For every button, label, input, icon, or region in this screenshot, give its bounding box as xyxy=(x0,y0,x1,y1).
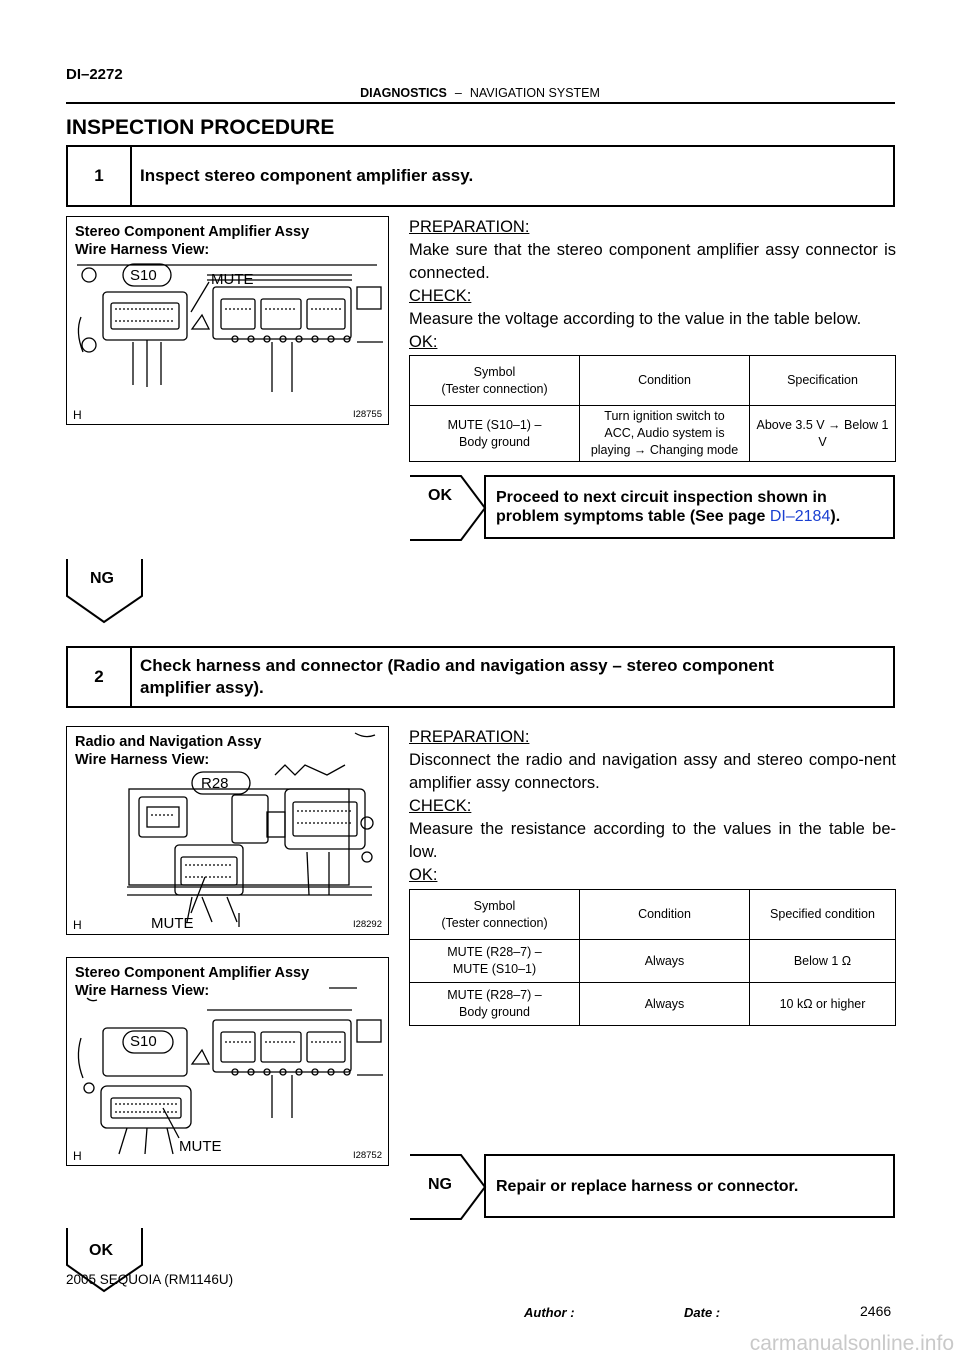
check-text: Measure the voltage according to the val… xyxy=(409,310,862,328)
figure-corner-mark: H xyxy=(73,918,82,932)
figure-title: Stereo Component Amplifier Assy Wire Har… xyxy=(75,965,310,999)
table-cell: Always xyxy=(579,982,750,1026)
step-1-number: 1 xyxy=(68,147,132,205)
page-code: DI–2272 xyxy=(66,66,123,83)
table-cell: Above 3.5 V → Below 1 V xyxy=(749,405,896,462)
section-name: DIAGNOSTICS xyxy=(360,86,447,100)
table-cell: 10 kΩ or higher xyxy=(749,982,896,1026)
connector-label: R28 xyxy=(201,775,229,792)
ok-tag-1: OK xyxy=(428,487,452,504)
step-1-instructions: PREPARATION: Make sure that the stereo c… xyxy=(409,216,896,354)
ng-tag-1: NG xyxy=(90,570,114,587)
page-link[interactable]: DI–2184 xyxy=(769,508,831,525)
ok-arrow-shape xyxy=(66,1228,143,1293)
table-header-cell: Symbol (Tester connection) xyxy=(409,889,580,940)
pin-label: MUTE xyxy=(179,1138,222,1155)
pin-label: MUTE xyxy=(211,271,254,288)
table-header-cell: Specified condition xyxy=(749,889,896,940)
table-cell: Always xyxy=(579,939,750,983)
ok-result-text: Proceed to next circuit inspection shown… xyxy=(496,489,841,525)
header-rule xyxy=(66,102,895,104)
section-title: DIAGNOSTICS–NAVIGATION SYSTEM xyxy=(0,86,960,100)
table-header-cell: Condition xyxy=(579,889,750,940)
ng-result-2: Repair or replace harness or connector. xyxy=(484,1154,895,1218)
ok-arrow-shape xyxy=(410,475,487,541)
figure-i28752: Stereo Component Amplifier Assy Wire Har… xyxy=(66,957,389,1166)
pin-label: MUTE xyxy=(151,915,194,932)
check-heading: CHECK: xyxy=(409,797,472,815)
ok-result-1: Proceed to next circuit inspection shown… xyxy=(484,475,895,539)
footer-vehicle: 2005 SEQUOIA (RM1146U) xyxy=(66,1272,234,1287)
connector-diagram xyxy=(77,263,383,392)
table-cell: MUTE (R28–7) – MUTE (S10–1) xyxy=(409,939,580,983)
table-header-cell: Symbol (Tester connection) xyxy=(409,355,580,406)
ok-heading: OK: xyxy=(409,866,438,884)
ng-arrow-shape xyxy=(66,559,143,624)
preparation-text: Disconnect the radio and navigation assy… xyxy=(409,751,896,792)
figure-title: Stereo Component Amplifier Assy Wire Har… xyxy=(75,224,310,258)
table-header-cell: Condition xyxy=(579,355,750,406)
preparation-text: Make sure that the stereo component ampl… xyxy=(409,241,896,282)
table-header-row: Symbol (Tester connection) Condition Spe… xyxy=(409,889,896,940)
figure-code: I28292 xyxy=(352,919,382,930)
figure-i28755: Stereo Component Amplifier Assy Wire Har… xyxy=(66,216,389,425)
step-1-title: Inspect stereo component amplifier assy. xyxy=(140,166,474,185)
connector-label: S10 xyxy=(130,267,157,284)
figure-title: Radio and Navigation Assy Wire Harness V… xyxy=(75,734,262,768)
check-heading: CHECK: xyxy=(409,287,472,305)
table-row: MUTE (S10–1) – Body ground Turn ignition… xyxy=(409,405,896,462)
table-cell: Below 1 Ω xyxy=(749,939,896,983)
figure-code: I28752 xyxy=(352,1150,382,1161)
connector-diagram xyxy=(77,987,383,1155)
figure-corner-mark: H xyxy=(73,1149,82,1163)
step-2-box: 2 Check harness and connector (Radio and… xyxy=(66,646,895,708)
footer-page-number: 2466 xyxy=(860,1303,892,1319)
step-2-title: Check harness and connector (Radio and n… xyxy=(140,656,774,697)
step-2-number: 2 xyxy=(68,648,132,706)
footer-author-label: Author : xyxy=(524,1305,575,1320)
connector-label: S10 xyxy=(130,1033,157,1050)
table-cell: MUTE (S10–1) – Body ground xyxy=(409,405,580,462)
table-cell: Turn ignition switch to ACC, Audio syste… xyxy=(579,405,750,462)
step-2-instructions: PREPARATION: Disconnect the radio and na… xyxy=(409,726,896,887)
step-1-box: 1 Inspect stereo component amplifier ass… xyxy=(66,145,895,207)
connector-diagram xyxy=(127,732,376,927)
ok-heading: OK: xyxy=(409,333,438,351)
table-header-row: Symbol (Tester connection) Condition Spe… xyxy=(409,355,896,406)
footer-date-label: Date : xyxy=(684,1305,721,1320)
ng-tag-2: NG xyxy=(428,1176,452,1193)
spec-table-2: Symbol (Tester connection) Condition Spe… xyxy=(409,889,896,1026)
check-text: Measure the resistance according to the … xyxy=(409,820,896,861)
page-title: INSPECTION PROCEDURE xyxy=(66,116,335,139)
table-header-cell: Specification xyxy=(749,355,896,406)
figure-i28292: Radio and Navigation Assy Wire Harness V… xyxy=(66,726,389,935)
spec-table-1: Symbol (Tester connection) Condition Spe… xyxy=(409,355,896,462)
table-row: MUTE (R28–7) – Body ground Always 10 kΩ … xyxy=(409,982,896,1026)
figure-code: I28755 xyxy=(352,409,382,420)
figure-corner-mark: H xyxy=(73,408,82,422)
table-cell: MUTE (R28–7) – Body ground xyxy=(409,982,580,1026)
preparation-heading: PREPARATION: xyxy=(409,218,530,236)
table-row: MUTE (R28–7) – MUTE (S10–1) Always Below… xyxy=(409,939,896,983)
subsection-name: NAVIGATION SYSTEM xyxy=(469,86,600,100)
preparation-heading: PREPARATION: xyxy=(409,728,530,746)
ok-tag-2: OK xyxy=(89,1242,113,1259)
watermark: carmanualsonline.info xyxy=(749,1332,954,1355)
section-separator: – xyxy=(454,86,462,100)
